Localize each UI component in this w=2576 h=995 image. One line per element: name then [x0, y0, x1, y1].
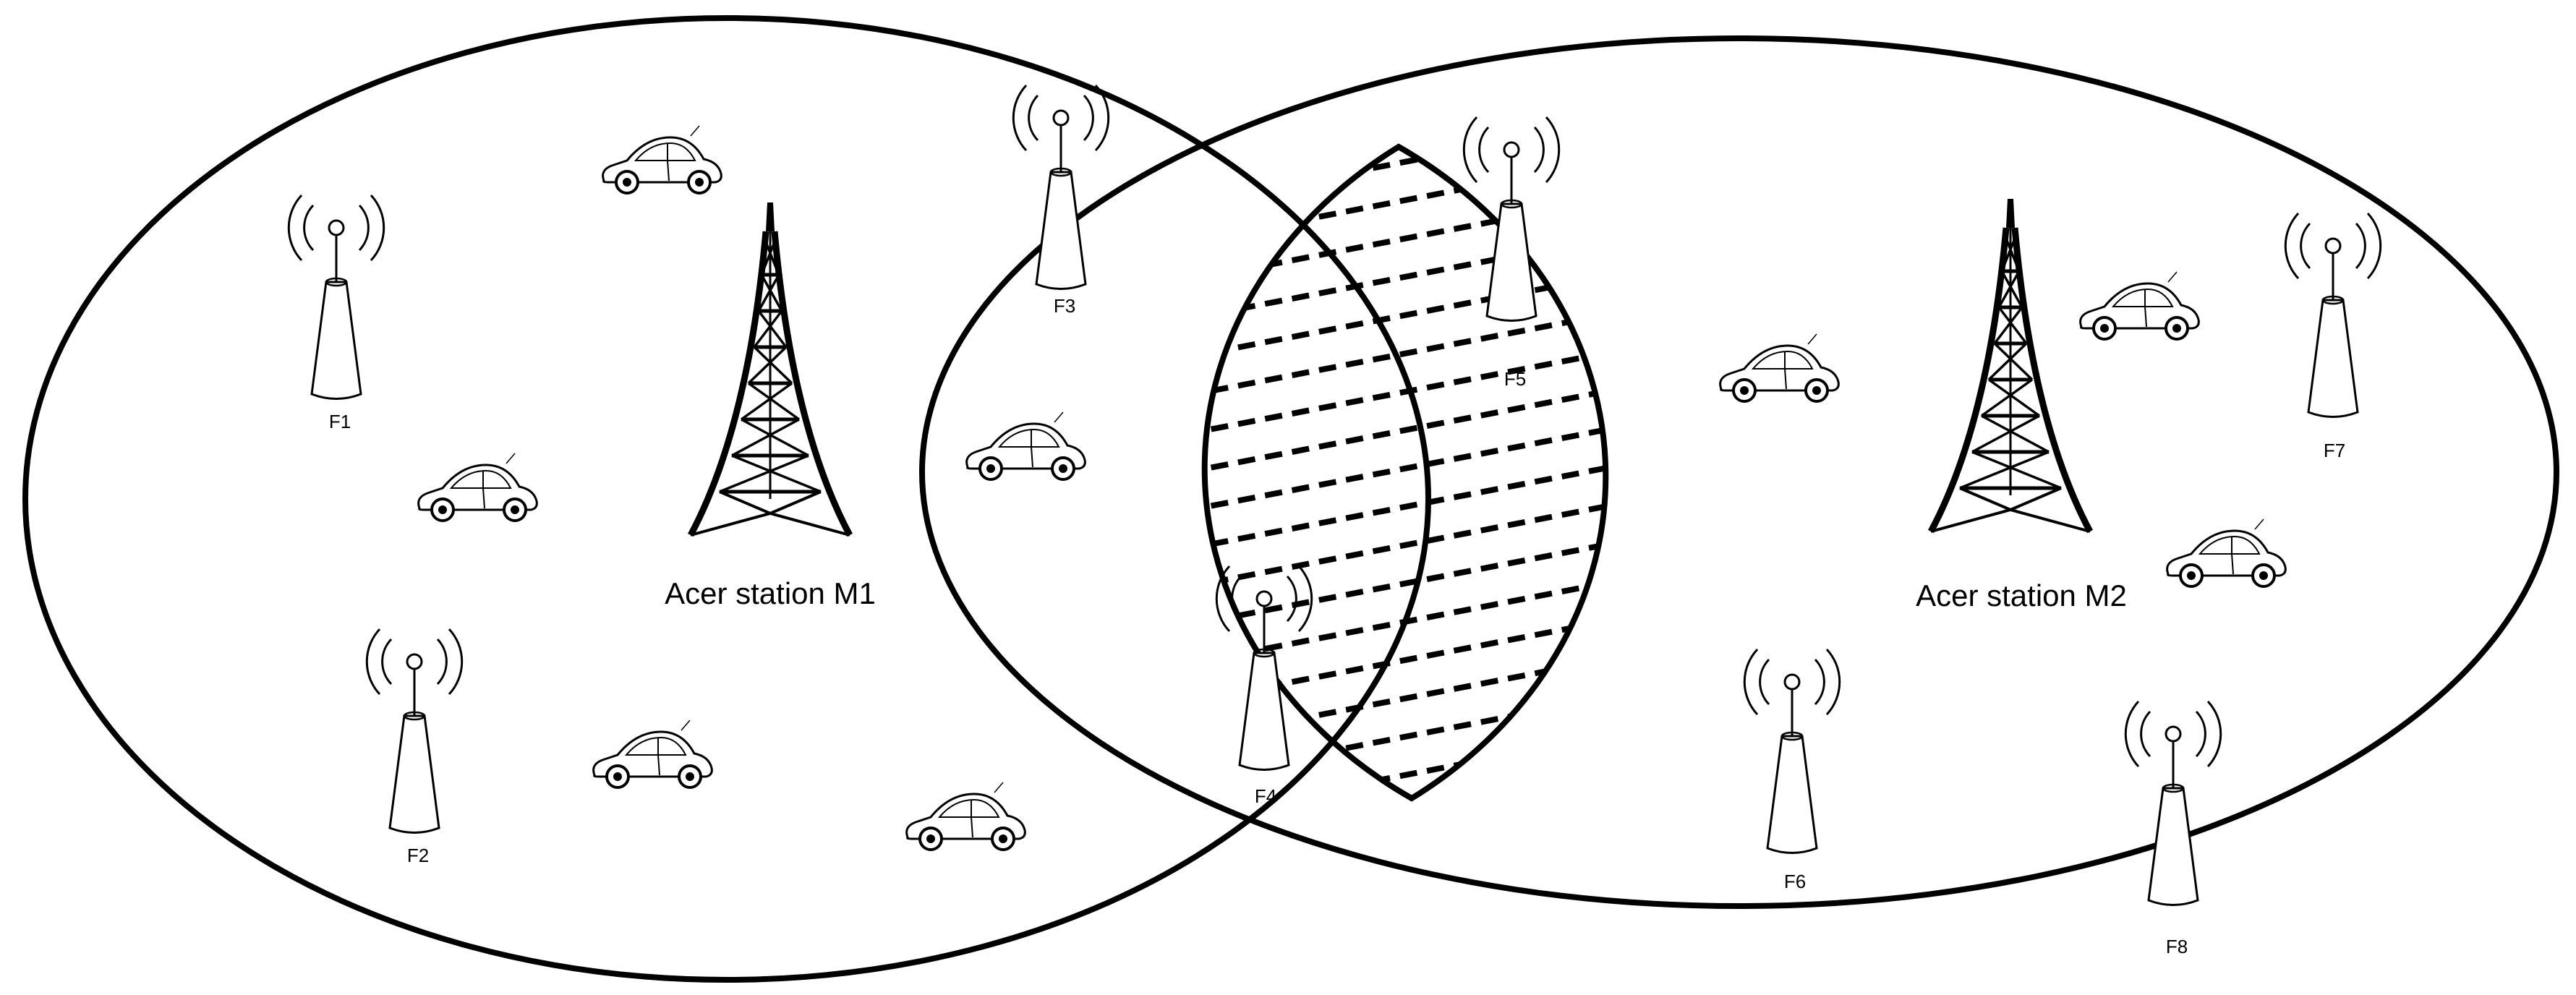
car-icon	[2078, 270, 2201, 341]
car-icon	[2165, 518, 2287, 588]
femto-station-f6: F6	[1743, 648, 1841, 892]
femtocell-antenna-icon	[2124, 700, 2222, 906]
car-icon	[417, 452, 539, 522]
femto-station-f1: F1	[287, 194, 385, 432]
femto-label-f1: F1	[329, 411, 351, 432]
macro-station-m2: Acer station M2	[1916, 199, 2127, 612]
femto-station-f8: F8	[2124, 700, 2222, 957]
femto-label-f2: F2	[407, 845, 429, 866]
macro-station-label-m2: Acer station M2	[1916, 578, 2127, 612]
femto-label-f5: F5	[1504, 368, 1526, 390]
lattice-tower-icon	[1931, 199, 2090, 531]
femto-station-f7: F7	[2284, 212, 2382, 461]
femto-station-f3: F3	[1012, 84, 1110, 317]
car-icon	[592, 719, 714, 789]
coverage-area-m1	[22, 15, 1431, 983]
car-icon	[965, 411, 1087, 481]
car-icon	[905, 781, 1027, 851]
lattice-tower-icon	[691, 202, 850, 535]
femto-station-f5: F5	[1462, 116, 1561, 390]
coverage-area-m2	[919, 35, 2559, 909]
car-icon	[1718, 333, 1841, 403]
overlap-boundary	[1201, 143, 1609, 802]
macro-station-label-m1: Acer station M1	[665, 576, 876, 610]
macro-station-m1: Acer station M1	[665, 202, 876, 610]
femto-station-f2: F2	[365, 628, 464, 866]
femto-label-f8: F8	[2166, 936, 2188, 957]
femtocell-antenna-icon	[1743, 648, 1841, 854]
femtocell-antenna-icon	[287, 194, 385, 400]
overlap-region	[1204, 147, 1606, 798]
femto-label-f4: F4	[1255, 785, 1276, 807]
femtocell-antenna-icon	[2284, 212, 2382, 418]
femto-label-f7: F7	[2324, 440, 2345, 461]
femto-label-f3: F3	[1054, 295, 1075, 317]
femto-label-f6: F6	[1784, 871, 1806, 892]
femtocell-antenna-icon	[365, 628, 464, 834]
femto-station-f4: F4	[1215, 565, 1313, 807]
car-icon	[601, 124, 723, 195]
